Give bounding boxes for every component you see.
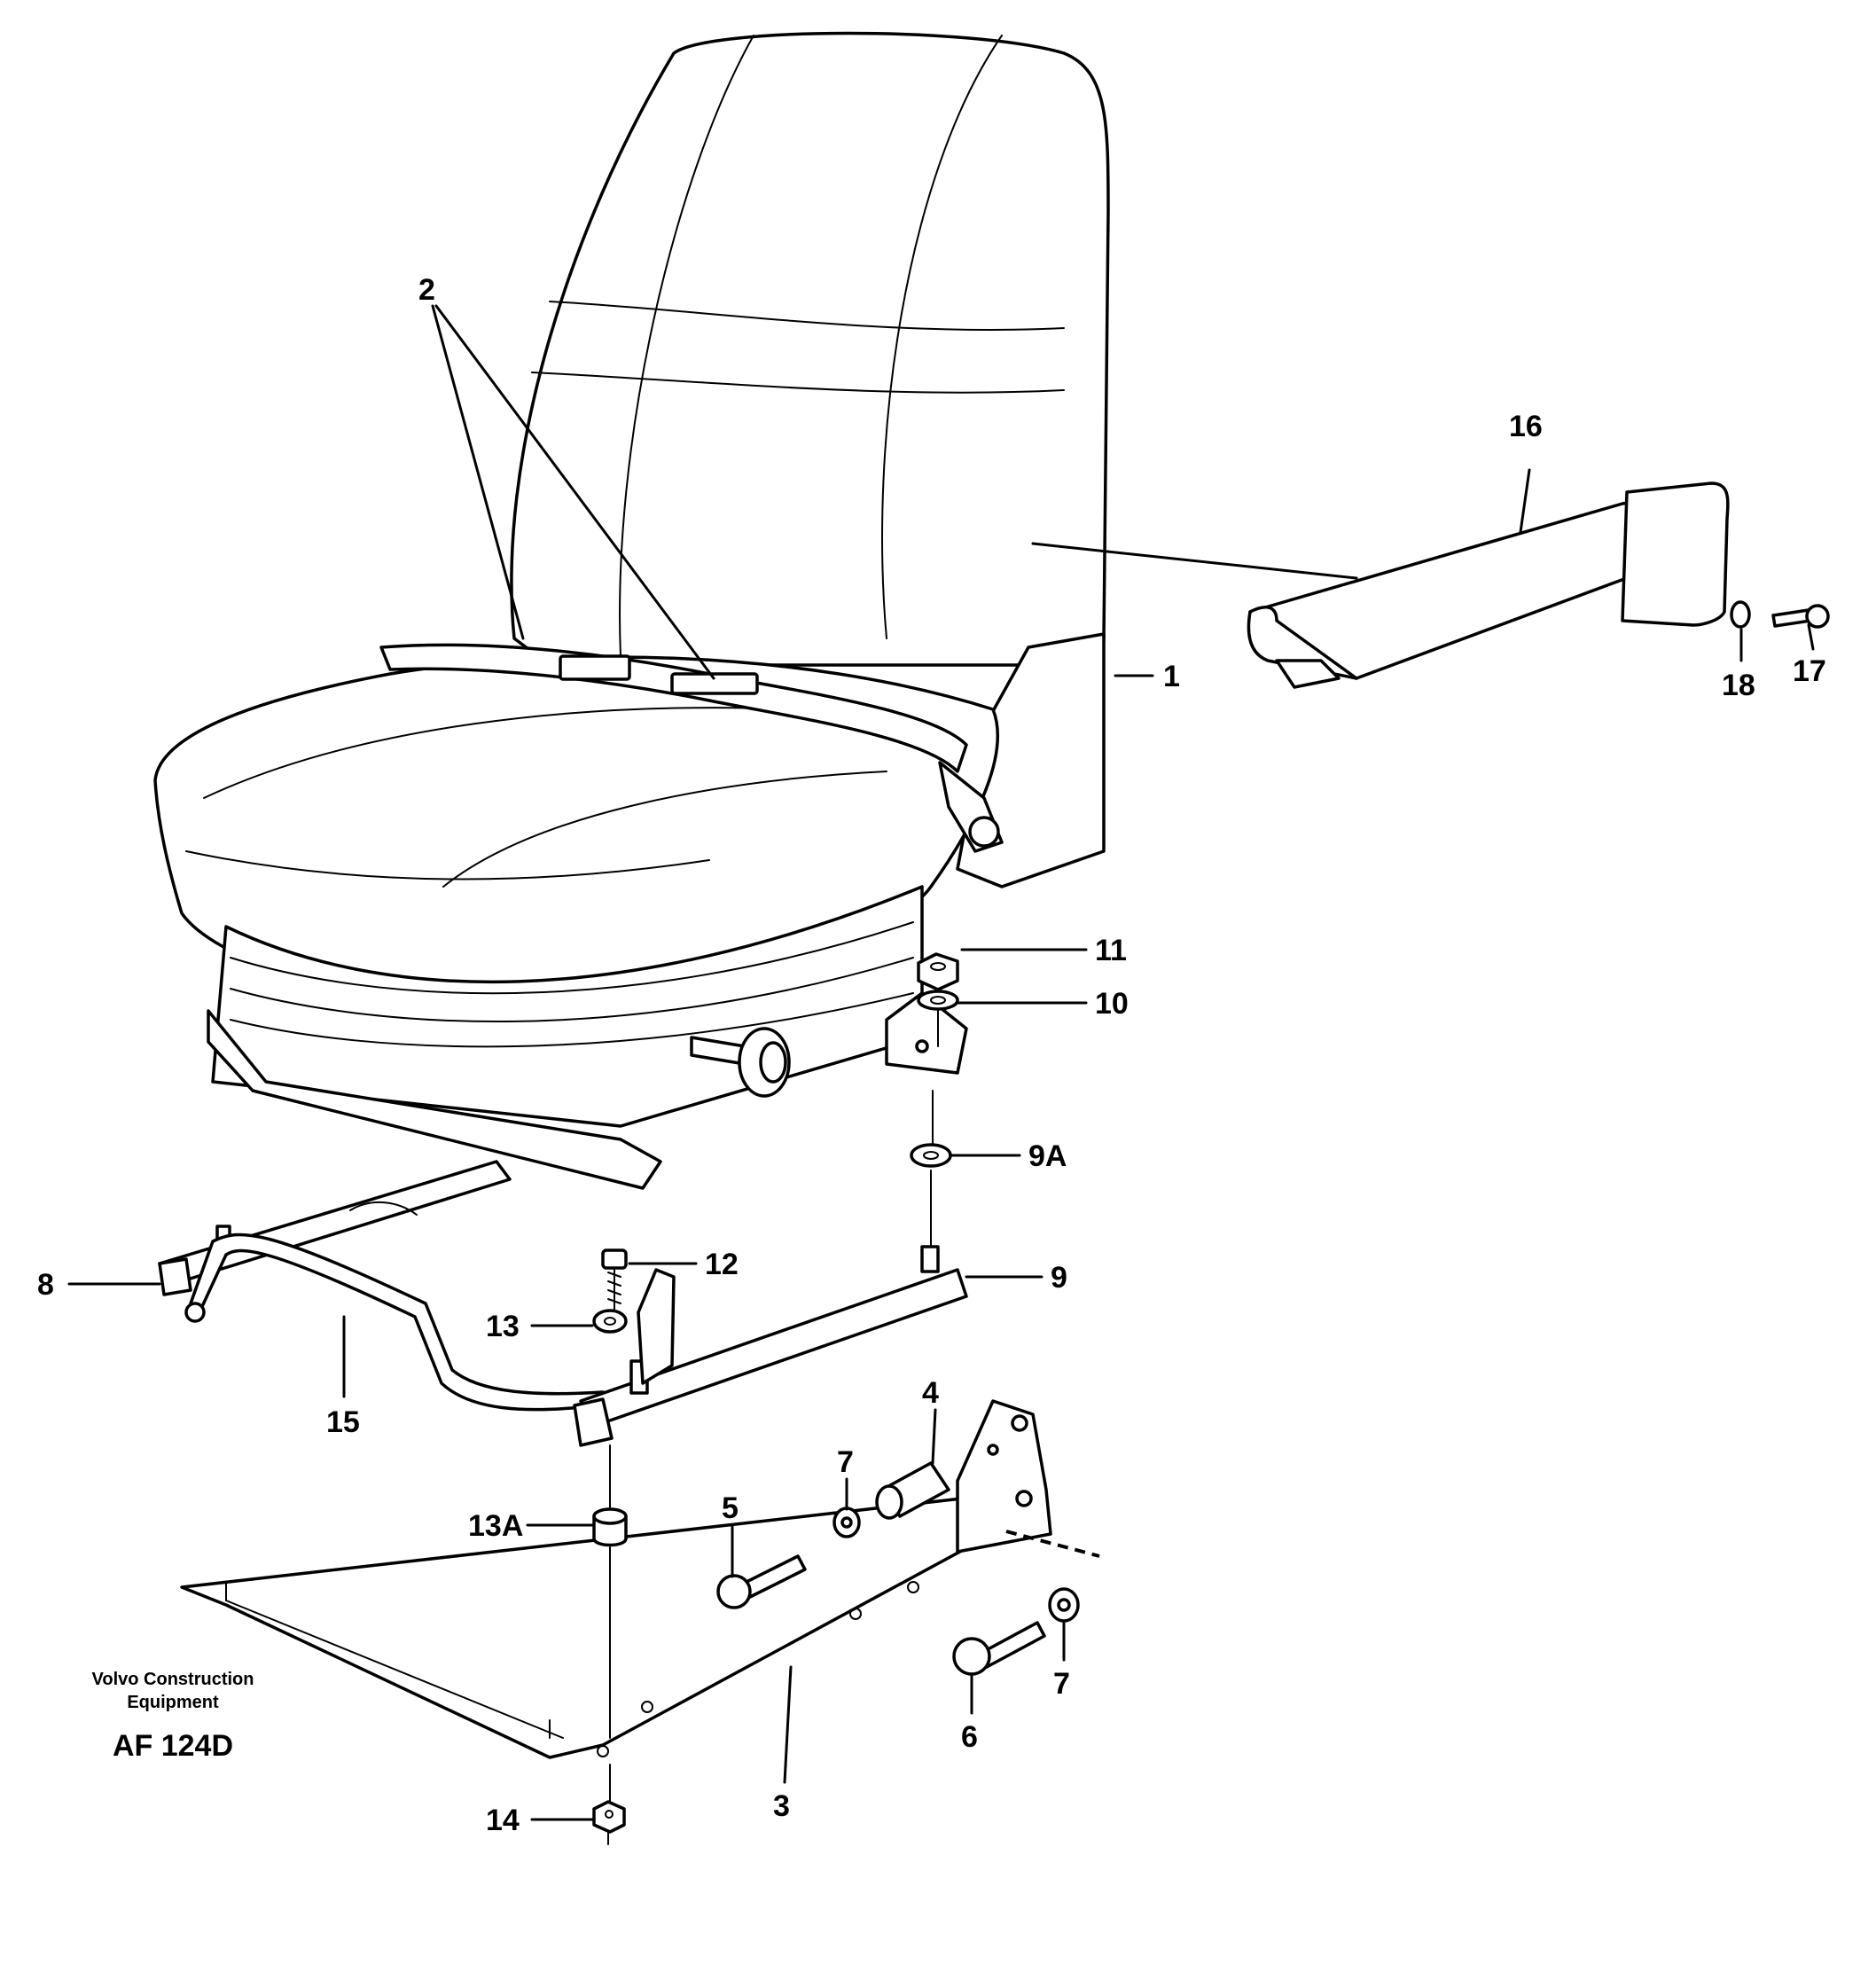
drawing-code: AF 124D — [113, 1729, 233, 1763]
spacer-tube — [875, 1461, 950, 1520]
callout-4: 4 — [922, 1376, 939, 1410]
height-adjust-knob — [690, 1027, 791, 1098]
assembly-axis-9 — [930, 1010, 939, 1247]
callout-11: 11 — [1095, 934, 1127, 967]
callout-2: 2 — [418, 273, 435, 307]
leader-lines — [67, 304, 1815, 1821]
spacer-13a — [592, 1507, 628, 1547]
callout-5: 5 — [722, 1491, 739, 1525]
nut-11 — [917, 952, 959, 991]
mounting-direction-arrow — [1005, 1530, 1100, 1558]
screw-5 — [716, 1554, 807, 1609]
nut-14 — [592, 1800, 626, 1834]
callout-7b: 7 — [1053, 1667, 1070, 1701]
brand-line-2: Equipment — [127, 1693, 219, 1712]
callout-3: 3 — [773, 1789, 790, 1823]
callout-9: 9 — [1051, 1261, 1067, 1295]
callout-15: 15 — [326, 1405, 360, 1439]
armrest — [1247, 481, 1730, 689]
callout-12: 12 — [705, 1248, 739, 1281]
callout-8: 8 — [37, 1268, 54, 1302]
washer-7b — [1048, 1587, 1080, 1623]
callout-13a: 13A — [468, 1509, 523, 1543]
brand-line-1: Volvo Construction — [92, 1670, 254, 1689]
callout-1: 1 — [1163, 660, 1180, 693]
washer-10 — [917, 990, 959, 1011]
callout-18: 18 — [1722, 669, 1755, 702]
mounting-bracket — [956, 1399, 1052, 1553]
seat-belt — [379, 643, 1004, 853]
callout-10: 10 — [1095, 987, 1129, 1021]
seat-backrest — [510, 31, 1110, 667]
screw-6 — [952, 1621, 1046, 1676]
adjust-lever — [184, 1201, 605, 1412]
callout-17: 17 — [1793, 654, 1826, 688]
callout-14: 14 — [486, 1804, 520, 1837]
callout-7a: 7 — [837, 1445, 854, 1479]
screw-17 — [1771, 604, 1830, 629]
washer-7a — [832, 1507, 861, 1538]
screw-12 — [601, 1248, 628, 1313]
callout-16: 16 — [1509, 410, 1543, 443]
seat-cushion — [153, 655, 999, 1004]
washer-18 — [1730, 600, 1751, 629]
callout-6: 6 — [961, 1720, 978, 1754]
callout-9a: 9A — [1028, 1139, 1067, 1173]
callout-13: 13 — [486, 1310, 520, 1343]
washer-13 — [592, 1309, 628, 1334]
slide-rail-right — [573, 1245, 968, 1447]
rail-bracket — [637, 1268, 676, 1385]
washer-9a — [910, 1143, 952, 1168]
